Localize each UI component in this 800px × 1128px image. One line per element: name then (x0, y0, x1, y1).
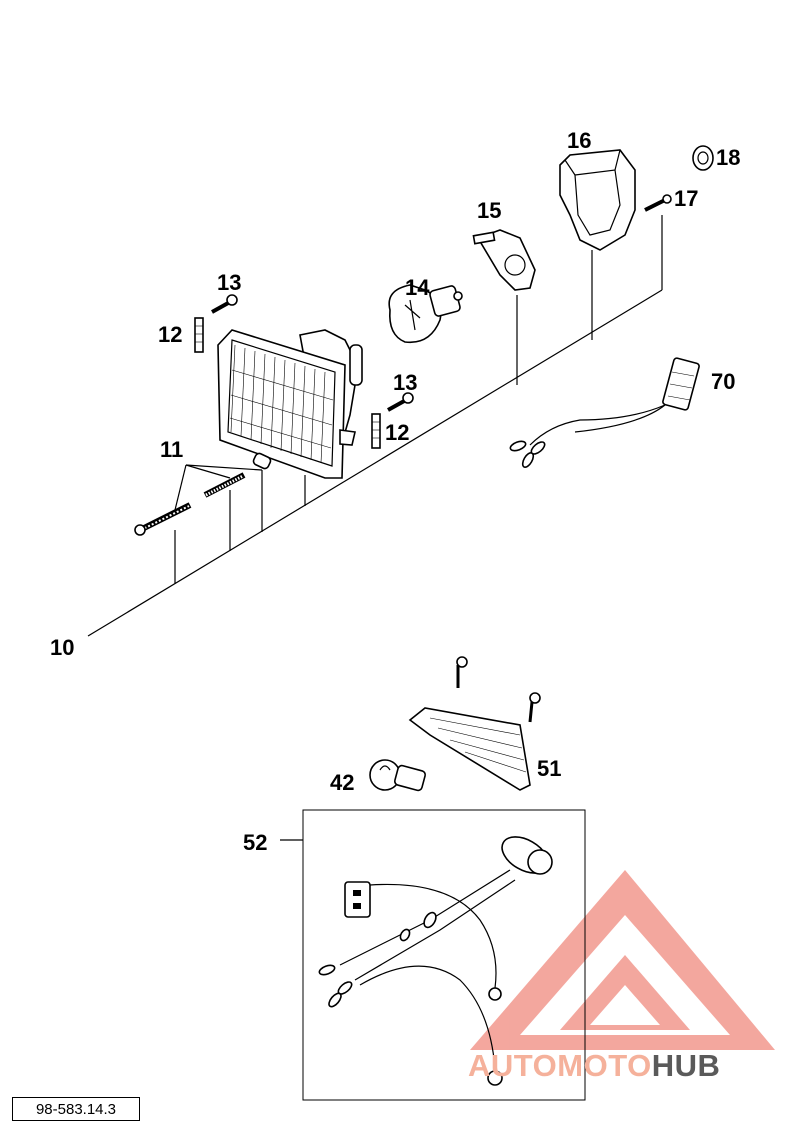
screw-lower (387, 392, 414, 412)
bulb-holder (472, 229, 536, 291)
callout-13-lower: 13 (393, 370, 417, 395)
headlamp-wiring-harness (509, 357, 700, 469)
callout-70: 70 (711, 369, 735, 394)
rear-cover (559, 149, 636, 251)
grommet (692, 145, 714, 171)
adjusting-nut (252, 452, 272, 470)
tail-lamp-lens (408, 656, 541, 791)
tail-lamp-harness-box (302, 809, 586, 1101)
adjusting-screw-long (134, 502, 192, 536)
callout-14: 14 (405, 275, 430, 300)
callout-11: 11 (160, 437, 183, 462)
headlamp-assembly (217, 329, 363, 479)
callout-13-upper: 13 (217, 270, 241, 295)
callout-15: 15 (477, 198, 501, 223)
watermark-text: AUTOMOTOHUB (468, 1048, 720, 1084)
callout-12-lower: 12 (385, 420, 409, 445)
callout-51: 51 (537, 756, 561, 781)
callout-42: 42 (330, 770, 354, 795)
headlamp-bulb (388, 284, 463, 344)
callout-52: 52 (243, 830, 267, 855)
document-number: 98-583.14.3 (12, 1097, 140, 1121)
clip-right (371, 413, 381, 449)
callout-17: 17 (674, 186, 698, 211)
watermark-text-part1: AUTOMOTO (468, 1048, 652, 1083)
watermark-logo-icon (470, 870, 775, 1050)
tail-lamp-harness (318, 836, 553, 1086)
adjusting-spring (203, 472, 246, 498)
watermark-text-part2: HUB (651, 1048, 721, 1083)
callout-12-upper: 12 (158, 322, 182, 347)
callout-18: 18 (716, 145, 740, 170)
screw-upper (211, 294, 238, 314)
clip-left (194, 317, 204, 353)
cover-screw (644, 194, 672, 212)
leader-lines (87, 215, 663, 841)
tail-lamp-bulb (369, 759, 427, 792)
callout-10: 10 (50, 635, 74, 660)
callout-16: 16 (567, 128, 591, 153)
